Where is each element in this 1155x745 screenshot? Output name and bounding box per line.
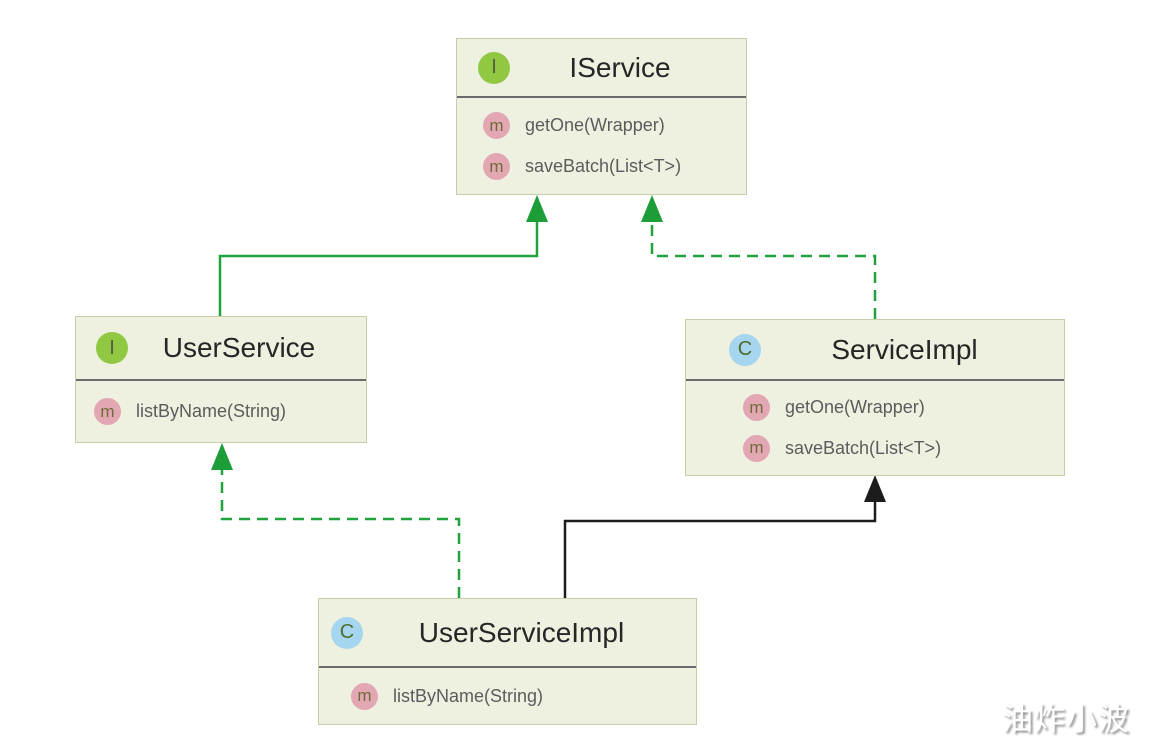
edge-userserviceimpl-implements-userservice <box>211 443 461 598</box>
method-icon: m <box>743 434 770 462</box>
method-icon: m <box>743 394 770 422</box>
method-row: m saveBatch(List<T>) <box>743 434 1064 462</box>
class-method-list: m getOne(Wrapper) m saveBatch(List<T>) <box>686 379 1064 475</box>
method-label: saveBatch(List<T>) <box>525 156 682 176</box>
class-header: I IService <box>457 39 746 96</box>
class-header: C UserServiceImpl <box>319 599 696 666</box>
class-node-iservice[interactable]: I IService m getOne(Wrapper) m saveBatch… <box>456 38 747 195</box>
class-title: IService <box>569 51 671 83</box>
class-method-list: m listByName(String) <box>76 379 366 442</box>
interface-icon: I <box>96 332 128 364</box>
class-title: UserService <box>162 332 316 363</box>
method-icon: m <box>483 112 510 139</box>
class-header: I UserService <box>76 317 366 379</box>
edge-userserviceimpl-extends-serviceimpl <box>563 475 886 598</box>
class-header: C ServiceImpl <box>686 320 1064 379</box>
method-label: saveBatch(List<T>) <box>785 437 942 458</box>
class-title: UserServiceImpl <box>418 616 625 648</box>
method-row: m getOne(Wrapper) <box>743 394 1064 422</box>
method-row: m getOne(Wrapper) <box>483 112 746 139</box>
method-row: m listByName(String) <box>94 398 366 425</box>
class-method-list: m getOne(Wrapper) m saveBatch(List<T>) <box>457 96 746 194</box>
method-label: listByName(String) <box>136 401 287 421</box>
class-node-userservice[interactable]: I UserService m listByName(String) <box>75 316 367 443</box>
method-icon: m <box>94 398 121 425</box>
method-row: m saveBatch(List<T>) <box>483 153 746 180</box>
method-label: listByName(String) <box>393 685 544 706</box>
edge-serviceimpl-implements-iservice <box>641 195 877 319</box>
class-title: ServiceImpl <box>831 333 978 365</box>
method-label: getOne(Wrapper) <box>785 397 925 418</box>
class-node-userserviceimpl[interactable]: C UserServiceImpl m listByName(String) <box>318 598 697 725</box>
class-icon: C <box>729 333 761 366</box>
method-icon: m <box>483 153 510 180</box>
interface-icon: I <box>478 51 510 84</box>
method-label: getOne(Wrapper) <box>525 115 665 135</box>
class-node-serviceimpl[interactable]: C ServiceImpl m getOne(Wrapper) m saveBa… <box>685 319 1065 476</box>
edge-userservice-extends-iservice <box>218 195 548 316</box>
method-row: m listByName(String) <box>351 682 696 710</box>
class-method-list: m listByName(String) <box>319 666 696 724</box>
class-icon: C <box>331 616 363 649</box>
watermark-text: 油炸小波 <box>1002 702 1130 737</box>
method-icon: m <box>351 682 378 710</box>
